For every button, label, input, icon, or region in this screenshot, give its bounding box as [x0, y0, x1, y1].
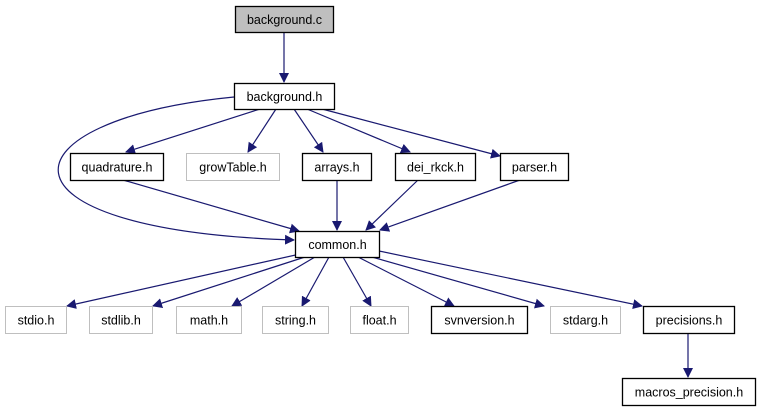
node-box [294, 230, 381, 259]
node-label: background.c [247, 13, 322, 27]
node-label: svnversion.h [444, 314, 514, 328]
edge-common-h-to-float-h [342, 256, 372, 307]
node-label: parser.h [512, 161, 557, 175]
edge-common-h-to-stdarg-h [371, 256, 545, 309]
edge-common-h-to-stdlib-h [152, 256, 306, 308]
edge-background-h-to-arrays-h [293, 108, 324, 153]
node-label: arrays.h [314, 161, 359, 175]
edge-background-h-to-quadrature-h [125, 108, 261, 155]
node-arrays-h[interactable]: arrays.h [301, 152, 373, 182]
edge-quadrature-h-to-common-h [122, 179, 300, 234]
node-box [176, 306, 242, 334]
node-svnversion-h[interactable]: svnversion.h [430, 305, 529, 335]
node-dei-rkck-h[interactable]: dei_rkck.h [394, 152, 477, 182]
node-stdlib-h: stdlib.h [89, 306, 153, 334]
node-label: stdarg.h [563, 314, 608, 328]
node-label: stdio.h [18, 314, 55, 328]
node-box [394, 152, 477, 182]
edge-background-h-to-common-h [57, 96, 295, 245]
node-box [350, 306, 409, 334]
edge-parser-h-to-common-h [379, 179, 521, 232]
nodes-layer: background.c background.h quadrature.h grow… [5, 5, 757, 407]
node-quadrature-h[interactable]: quadrature.h [69, 152, 165, 182]
node-common-h[interactable]: common.h [294, 230, 381, 259]
node-growTable-h: growTable.h [186, 153, 280, 181]
node-box [5, 306, 67, 334]
node-box [234, 5, 335, 34]
node-label: quadrature.h [82, 161, 153, 175]
edge-common-h-to-precisions-h [378, 250, 643, 310]
node-label: math.h [190, 314, 228, 328]
node-label: macros_precision.h [635, 386, 743, 400]
edge-common-h-to-math-h [231, 256, 316, 307]
node-box [301, 152, 373, 182]
node-box [550, 306, 621, 334]
node-box [233, 82, 336, 111]
node-macros-precision-h[interactable]: macros_precision.h [621, 377, 757, 407]
node-stdarg-h: stdarg.h [550, 306, 621, 334]
node-box [621, 377, 757, 407]
node-box [186, 153, 280, 181]
node-label: common.h [308, 238, 366, 252]
node-label: precisions.h [656, 314, 723, 328]
node-box [69, 152, 165, 182]
edge-common-h-to-stdio-h [66, 253, 301, 309]
node-precisions-h[interactable]: precisions.h [642, 305, 736, 335]
node-box [89, 306, 153, 334]
node-background-c[interactable]: background.c [234, 5, 335, 34]
node-label: dei_rkck.h [407, 161, 464, 175]
node-box [262, 306, 329, 334]
edge-dei-rkck-h-to-common-h [365, 179, 419, 231]
node-string-h: string.h [262, 306, 329, 334]
node-label: string.h [275, 314, 316, 328]
node-label: float.h [362, 314, 396, 328]
node-parser-h[interactable]: parser.h [499, 152, 570, 182]
edges-layer [57, 32, 693, 378]
node-box [642, 305, 736, 335]
node-float-h: float.h [350, 306, 409, 334]
node-label: stdlib.h [101, 314, 141, 328]
edge-background-h-to-dei-rkck-h [306, 108, 411, 154]
node-background-h[interactable]: background.h [233, 82, 336, 111]
edge-background-h-to-parser-h [321, 108, 501, 159]
node-math-h: math.h [176, 306, 242, 334]
edge-common-h-to-svnversion-h [357, 256, 455, 307]
node-box [430, 305, 529, 335]
node-label: growTable.h [199, 161, 266, 175]
edge-background-h-to-growTable-h [247, 108, 277, 153]
node-stdio-h: stdio.h [5, 306, 67, 334]
node-box [499, 152, 570, 182]
node-label: background.h [247, 90, 323, 104]
edge-common-h-to-string-h [301, 256, 330, 307]
